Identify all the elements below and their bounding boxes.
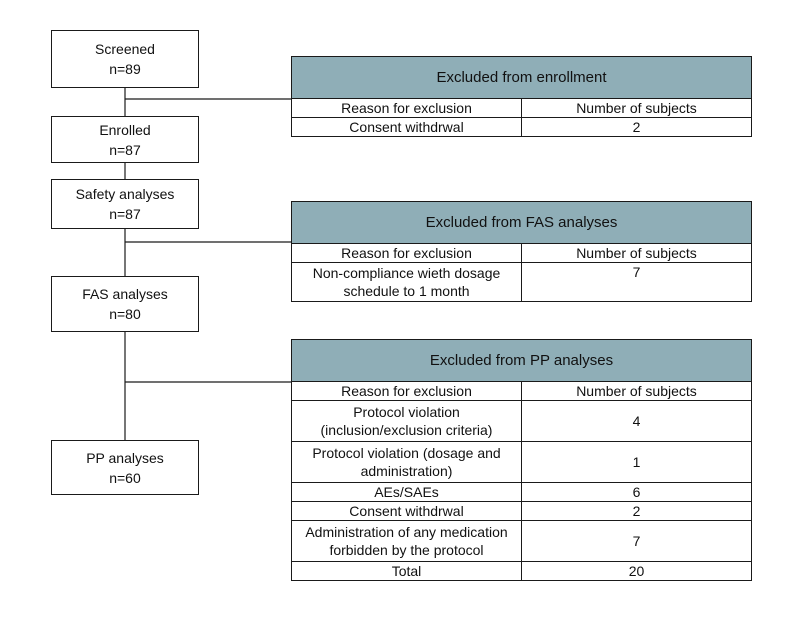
fas-box: FAS analyses n=80 [51, 276, 199, 332]
reason-cell: Protocol violation (inclusion/exclusion … [291, 400, 522, 442]
column-header-count: Number of subjects [521, 98, 752, 118]
count-cell: 7 [521, 262, 752, 302]
column-header-count: Number of subjects [521, 243, 752, 263]
column-header-reason: Reason for exclusion [291, 381, 522, 401]
count-cell: 7 [521, 520, 752, 562]
fas-count: n=80 [109, 306, 141, 322]
count-cell: 2 [521, 501, 752, 521]
table-header-row: Reason for exclusion Number of subjects [291, 381, 752, 401]
reason-cell: Non-compliance wieth dosage schedule to … [291, 262, 522, 302]
column-header-reason: Reason for exclusion [291, 243, 522, 263]
count-cell: 1 [521, 441, 752, 483]
enrollment-exclusion-table: Excluded from enrollment Reason for excl… [291, 56, 752, 137]
fas-label: FAS analyses [82, 286, 168, 302]
table-row: Consent withdrwal 2 [291, 501, 752, 521]
table-row: Protocol violation (inclusion/exclusion … [291, 400, 752, 442]
enrolled-count: n=87 [109, 141, 141, 158]
count-cell: 4 [521, 400, 752, 442]
enrolled-label: Enrolled [99, 121, 151, 138]
table-title: Excluded from PP analyses [291, 339, 752, 382]
pp-label: PP analyses [86, 449, 164, 466]
screened-box: Screened n=89 [51, 30, 199, 88]
reason-cell: Consent withdrwal [291, 501, 522, 521]
table-header-row: Reason for exclusion Number of subjects [291, 243, 752, 263]
table-row: Consent withdrwal 2 [291, 117, 752, 137]
table-title: Excluded from enrollment [291, 56, 752, 99]
reason-cell: Consent withdrwal [291, 117, 522, 137]
column-header-count: Number of subjects [521, 381, 752, 401]
table-row: AEs/SAEs 6 [291, 482, 752, 502]
count-cell: 2 [521, 117, 752, 137]
table-row: Administration of any medication forbidd… [291, 520, 752, 562]
reason-cell: Protocol violation (dosage and administr… [291, 441, 522, 483]
reason-cell: Total [291, 561, 522, 581]
screened-label: Screened [95, 41, 155, 57]
count-cell: 20 [521, 561, 752, 581]
table-header-row: Reason for exclusion Number of subjects [291, 98, 752, 118]
reason-cell: Administration of any medication forbidd… [291, 520, 522, 562]
pp-count: n=60 [109, 469, 141, 486]
table-title: Excluded from FAS analyses [291, 201, 752, 244]
pp-box: PP analyses n=60 [51, 440, 199, 495]
column-header-reason: Reason for exclusion [291, 98, 522, 118]
count-cell: 6 [521, 482, 752, 502]
pp-exclusion-table: Excluded from PP analyses Reason for exc… [291, 339, 752, 581]
safety-box: Safety analyses n=87 [51, 179, 199, 229]
screened-count: n=89 [109, 61, 141, 77]
table-row: Protocol violation (dosage and administr… [291, 441, 752, 483]
safety-label: Safety analyses [75, 186, 175, 202]
enrolled-box: Enrolled n=87 [51, 116, 199, 163]
table-row: Total 20 [291, 561, 752, 581]
fas-exclusion-table: Excluded from FAS analyses Reason for ex… [291, 201, 752, 302]
safety-count: n=87 [109, 206, 141, 222]
table-row: Non-compliance wieth dosage schedule to … [291, 262, 752, 302]
reason-cell: AEs/SAEs [291, 482, 522, 502]
